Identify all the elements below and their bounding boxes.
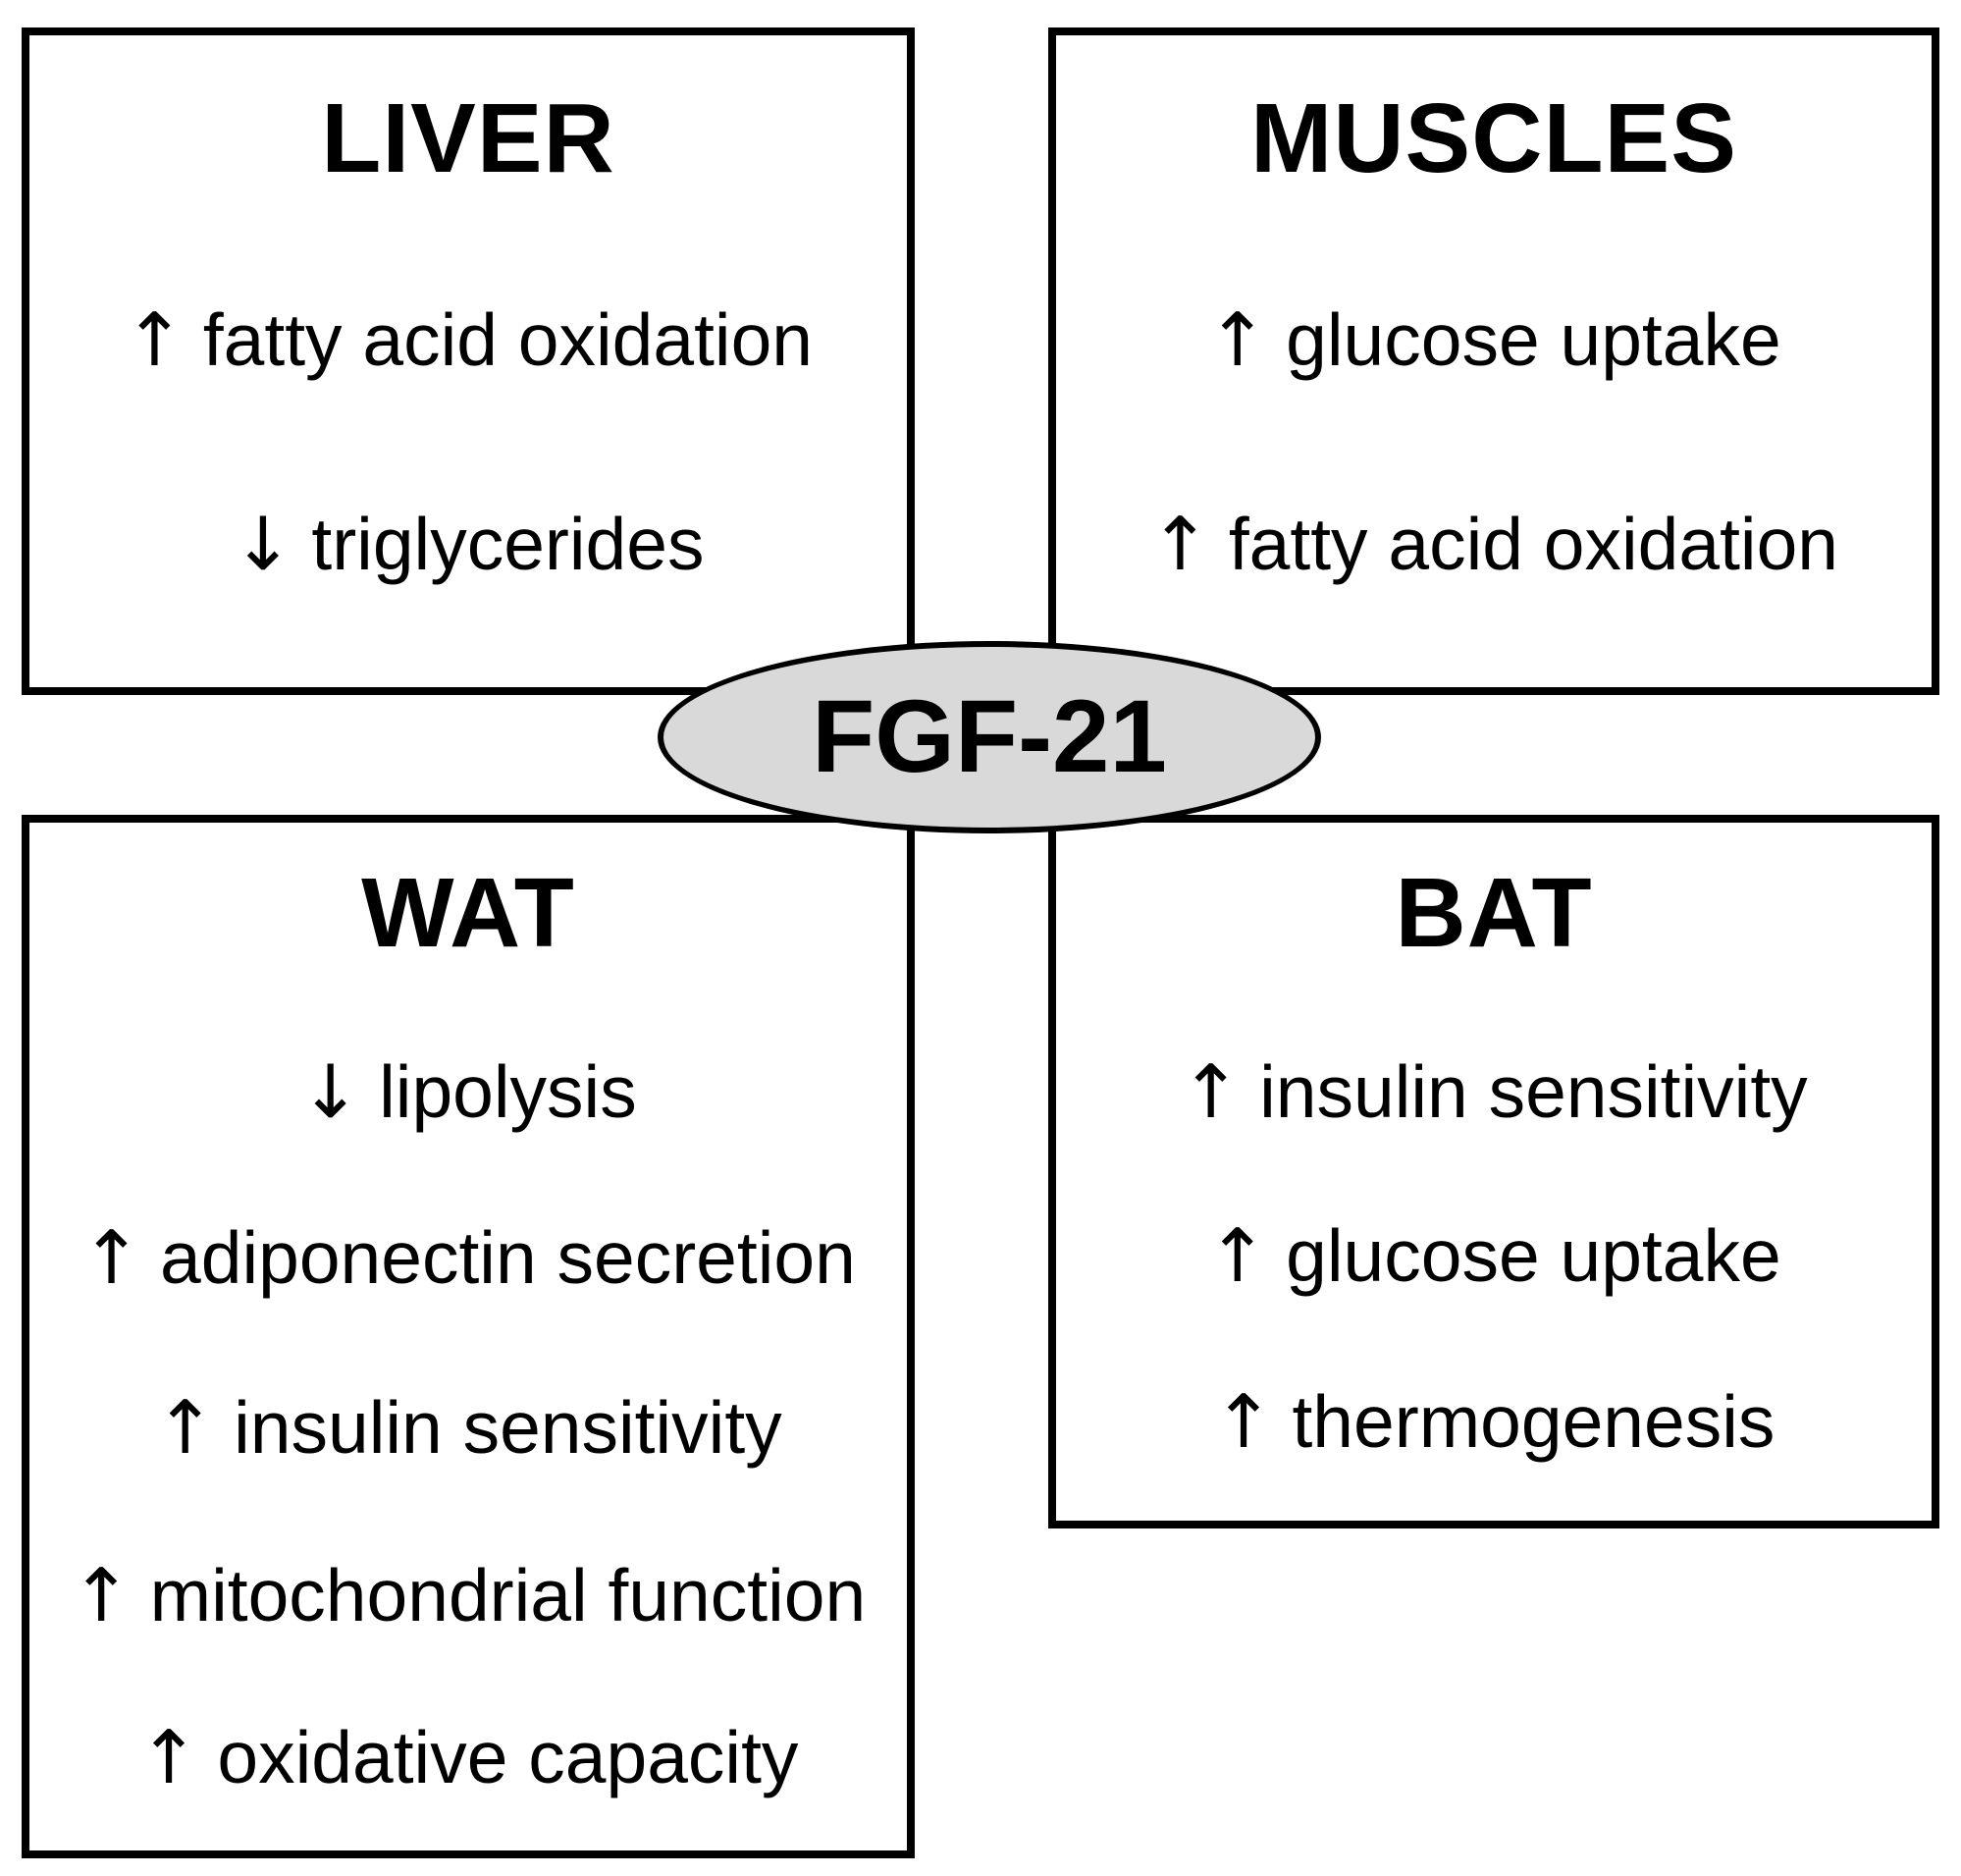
up-arrow-icon: ↑ — [137, 1714, 200, 1800]
wat-item-lipolysis: ↓lipolysis — [29, 1045, 907, 1138]
effect-label: fatty acid oxidation — [1228, 503, 1839, 585]
liver-title: LIVER — [321, 83, 615, 193]
muscles-title: MUSCLES — [1250, 83, 1737, 193]
effect-label: thermogenesis — [1292, 1380, 1776, 1463]
effect-label: fatty acid oxidation — [202, 298, 814, 381]
bat-item-thermogenesis: ↑thermogenesis — [1056, 1375, 1932, 1468]
up-arrow-icon: ↑ — [154, 1384, 217, 1471]
up-arrow-icon: ↑ — [70, 1552, 132, 1638]
effect-label: insulin sensitivity — [234, 1386, 782, 1469]
fgf21-label: FGF-21 — [812, 679, 1167, 794]
effect-label: lipolysis — [379, 1050, 637, 1133]
up-arrow-icon: ↑ — [1206, 1212, 1269, 1299]
effect-label: adiponectin secretion — [160, 1216, 856, 1299]
bat-title: BAT — [1395, 858, 1593, 968]
liver-item-fatty-acid-oxidation: ↑fatty acid oxidation — [29, 294, 907, 386]
up-arrow-icon: ↑ — [80, 1214, 143, 1301]
up-arrow-icon: ↑ — [1148, 501, 1211, 587]
bat-box: BAT ↑insulin sensitivity ↑glucose uptake… — [1048, 815, 1939, 1528]
up-arrow-icon: ↑ — [1206, 296, 1269, 383]
wat-item-insulin-sensitivity: ↑insulin sensitivity — [29, 1381, 907, 1474]
bat-item-glucose-uptake: ↑glucose uptake — [1056, 1209, 1932, 1302]
up-arrow-icon: ↑ — [1212, 1378, 1275, 1465]
effect-label: glucose uptake — [1286, 298, 1781, 381]
effect-label: glucose uptake — [1286, 1214, 1781, 1297]
down-arrow-icon: ↓ — [232, 501, 294, 587]
liver-item-triglycerides: ↓triglycerides — [29, 498, 907, 590]
effect-label: oxidative capacity — [217, 1716, 799, 1798]
effect-label: insulin sensitivity — [1259, 1050, 1808, 1133]
liver-box: LIVER ↑fatty acid oxidation ↓triglycerid… — [22, 27, 915, 695]
effect-label: triglycerides — [311, 503, 705, 585]
up-arrow-icon: ↑ — [1180, 1048, 1243, 1135]
down-arrow-icon: ↓ — [299, 1048, 362, 1135]
wat-item-mitochondrial-function: ↑mitochondrial function — [29, 1549, 907, 1641]
wat-title: WAT — [361, 858, 575, 968]
muscles-item-fatty-acid-oxidation: ↑fatty acid oxidation — [1056, 498, 1932, 590]
effect-label: mitochondrial function — [149, 1554, 867, 1636]
wat-item-oxidative-capacity: ↑oxidative capacity — [29, 1711, 907, 1803]
bat-item-insulin-sensitivity: ↑insulin sensitivity — [1056, 1045, 1932, 1138]
muscles-item-glucose-uptake: ↑glucose uptake — [1056, 294, 1932, 386]
wat-item-adiponectin-secretion: ↑adiponectin secretion — [29, 1211, 907, 1304]
up-arrow-icon: ↑ — [123, 296, 186, 383]
wat-box: WAT ↓lipolysis ↑adiponectin secretion ↑i… — [22, 815, 915, 1858]
fgf21-node: FGF-21 — [658, 641, 1321, 833]
muscles-box: MUSCLES ↑glucose uptake ↑fatty acid oxid… — [1048, 27, 1939, 695]
